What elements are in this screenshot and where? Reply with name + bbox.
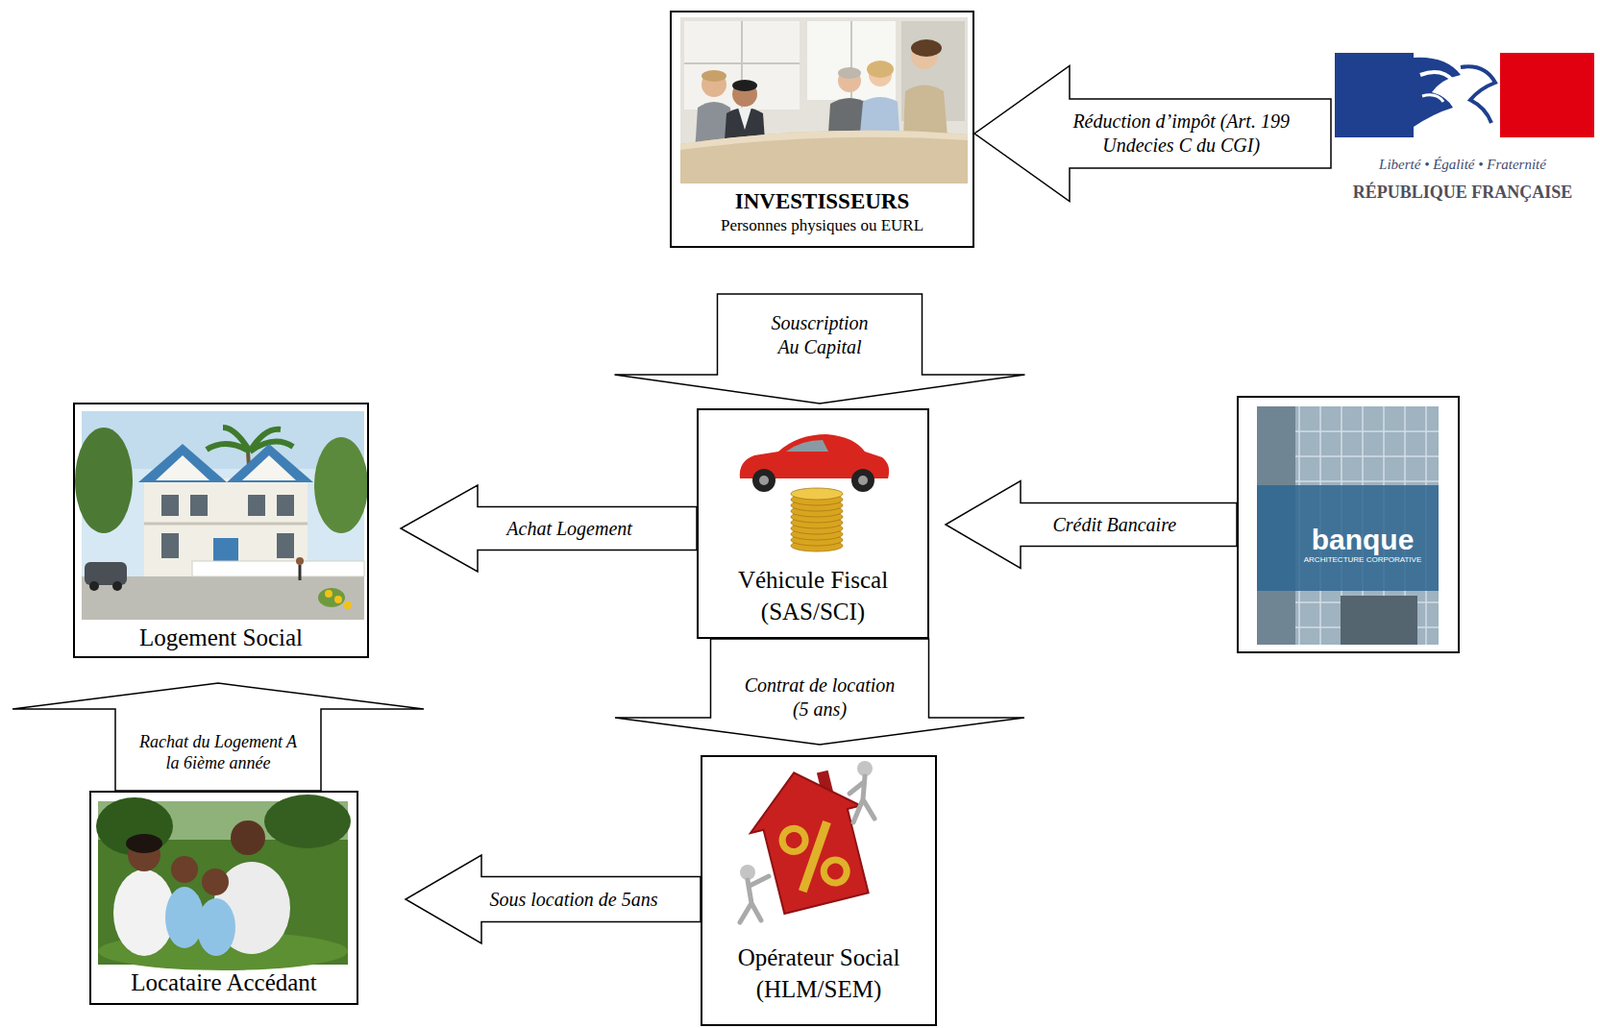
meeting-photo [680, 17, 968, 184]
block-arrow [615, 294, 1026, 404]
block-arrow [945, 481, 1237, 569]
node-subtitle: ARCHITECTURE CORPORATIVE [1271, 555, 1454, 566]
family-photo [96, 794, 351, 971]
tenant-box: Locataire Accédant [89, 790, 359, 1006]
housing-box: Logement Social [73, 402, 370, 659]
hlm-icon [738, 759, 882, 923]
node-title: Opérateur Social (HLM/SEM) [710, 942, 928, 1006]
edge-label: Rachat du Logement A la 6ième année [136, 730, 300, 774]
edge-label: Sous location de 5ans [489, 887, 658, 912]
edge-label: Réduction d’impôt (Art. 199 Undecies C d… [1060, 109, 1302, 158]
edge-label: Souscription Au Capital [765, 311, 874, 360]
fiscal-vehicle-box: Véhicule Fiscal (SAS/SCI) [696, 408, 930, 640]
edge-label: Crédit Bancaire [1052, 513, 1177, 538]
republic-logo [1334, 52, 1595, 138]
bank-box: banqueARCHITECTURE CORPORATIVE [1236, 395, 1460, 654]
social-operator-box: Opérateur Social (HLM/SEM) [700, 755, 937, 1027]
node-title: Véhicule Fiscal (SAS/SCI) [706, 565, 920, 628]
investor-box: INVESTISSEURSPersonnes physiques ou EURL [669, 10, 975, 248]
node-title: Locataire Accédant [97, 968, 351, 998]
block-arrow [974, 66, 1331, 202]
block-arrow [405, 855, 701, 944]
edge-label: Achat Logement [506, 516, 633, 542]
car-on-coins [739, 434, 889, 552]
housing-scene [74, 411, 369, 620]
block-arrow [12, 683, 424, 791]
block-arrow [400, 485, 697, 572]
node-title: Liberté • Égalité • Fraternité [1332, 155, 1593, 173]
node-subtitle: RÉPUBLIQUE FRANÇAISE [1332, 182, 1593, 204]
edge-label: Contrat de location (5 ans) [740, 673, 900, 722]
block-arrow [615, 639, 1025, 745]
republic-logo-box: Liberté • Égalité • FraternitéRÉPUBLIQUE… [1330, 52, 1595, 204]
node-title: banque [1271, 523, 1454, 556]
node-title: INVESTISSEURS [677, 188, 967, 216]
node-subtitle: Personnes physiques ou EURL [677, 215, 967, 237]
node-title: Logement Social [80, 623, 362, 653]
